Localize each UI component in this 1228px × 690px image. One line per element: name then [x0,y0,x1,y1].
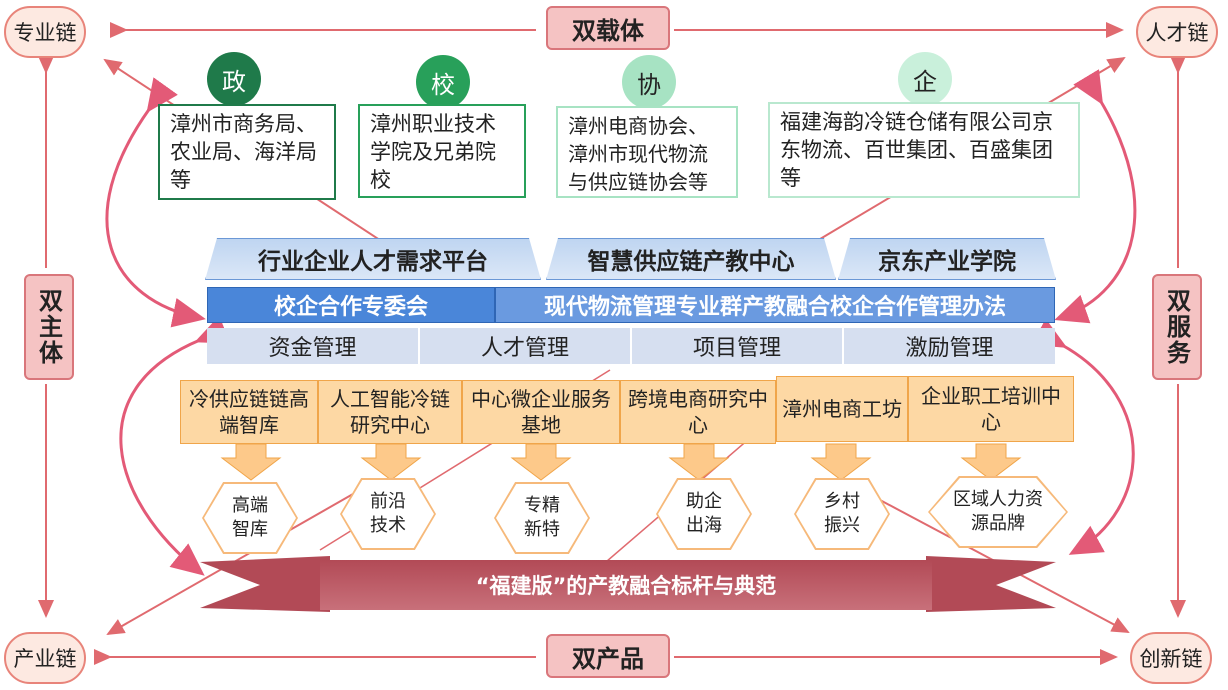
badge-enterprise: 企 [898,52,952,106]
center-cold-chain-think-tank: 冷供应链链高端智库 [180,380,318,444]
label-dual-product: 双产品 [546,634,670,678]
label-dual-service: 双服务 [1152,274,1202,380]
outcome-specialized: 专精新特 [494,482,590,554]
center-ecommerce-workshop: 漳州电商工坊 [776,376,908,442]
badge-school: 校 [416,55,470,109]
node-professional-chain: 专业链 [4,6,86,58]
stakeholder-association: 漳州电商协会、漳州市现代物流与供应链协会等 [556,106,738,198]
outcome-go-global-label: 助企出海 [686,491,722,536]
banner-title: “福建版”的产教融合标杆与典范 [475,574,777,598]
mgmt-incentive: 激励管理 [844,328,1055,364]
outcome-go-global: 助企出海 [656,478,752,550]
outcome-rural-revival-label: 乡村振兴 [824,491,860,536]
label-dual-carrier: 双载体 [546,6,670,50]
platform-supply-chain-center: 智慧供应链产教中心 [546,238,836,280]
badge-association: 协 [622,55,676,109]
committee-bar: 校企合作专委会 [207,287,495,323]
center-cross-border: 跨境电商研究中心 [620,380,776,444]
stakeholder-enterprise: 福建海韵冷链仓储有限公司京东物流、百世集团、百盛集团等 [768,102,1080,198]
platform-talent-demand-label: 行业企业人才需求平台 [258,249,488,275]
node-talent-chain: 人才链 [1136,6,1218,58]
outcome-specialized-label: 专精新特 [524,495,560,540]
platform-jd-college-label: 京东产业学院 [878,249,1016,275]
stakeholder-government: 漳州市商务局、农业局、海洋局等 [158,104,336,200]
center-micro-enterprise: 中心微企业服务基地 [462,380,620,444]
outcome-think-tank: 高端智库 [202,482,298,554]
node-industry-chain: 产业链 [4,632,86,684]
platform-jd-college: 京东产业学院 [838,238,1056,280]
outcome-think-tank-label: 高端智库 [232,495,268,540]
platform-supply-chain-center-label: 智慧供应链产教中心 [587,249,795,275]
outcome-rural-revival: 乡村振兴 [794,478,890,550]
center-staff-training: 企业职工培训中心 [908,376,1074,442]
mgmt-project: 项目管理 [632,328,842,364]
label-dual-subject: 双主体 [24,274,74,380]
mgmt-talent: 人才管理 [420,328,630,364]
outcome-hr-brand-label: 区域人力资源品牌 [953,489,1043,534]
mgmt-funds: 资金管理 [207,328,418,364]
outcome-frontier-tech: 前沿技术 [340,478,436,550]
stakeholder-school: 漳州职业技术学院及兄弟院校 [358,104,526,198]
platform-talent-demand: 行业企业人才需求平台 [205,238,541,280]
badge-government: 政 [207,52,261,106]
node-innovation-chain: 创新链 [1130,632,1212,684]
policy-bar: 现代物流管理专业群产教融合校企合作管理办法 [495,287,1055,323]
outcome-frontier-tech-label: 前沿技术 [370,491,406,536]
center-ai-cold-chain: 人工智能冷链研究中心 [318,380,462,444]
outcome-hr-brand: 区域人力资源品牌 [928,476,1068,548]
